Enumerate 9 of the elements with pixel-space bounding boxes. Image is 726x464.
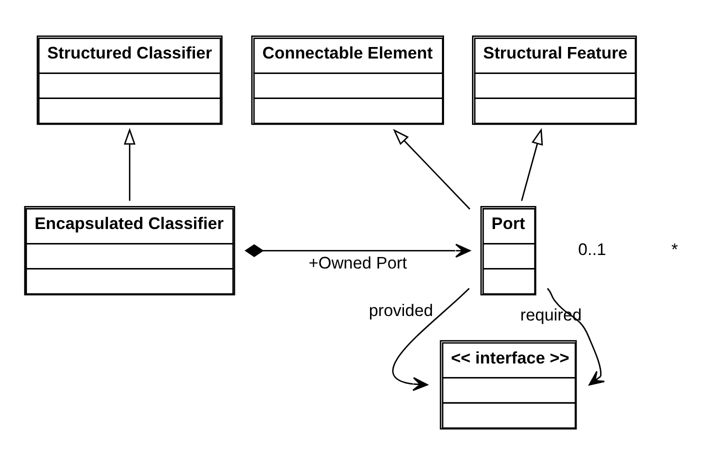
arrow [244, 243, 471, 258]
edge-label: provided [368, 300, 434, 320]
arrow [392, 128, 470, 210]
arrow [392, 287, 470, 391]
label: 0..1 [578, 239, 606, 258]
label: * [671, 239, 678, 258]
arrow [124, 127, 136, 200]
edge-label: +Owned Port [308, 252, 407, 272]
arrow [520, 127, 543, 200]
